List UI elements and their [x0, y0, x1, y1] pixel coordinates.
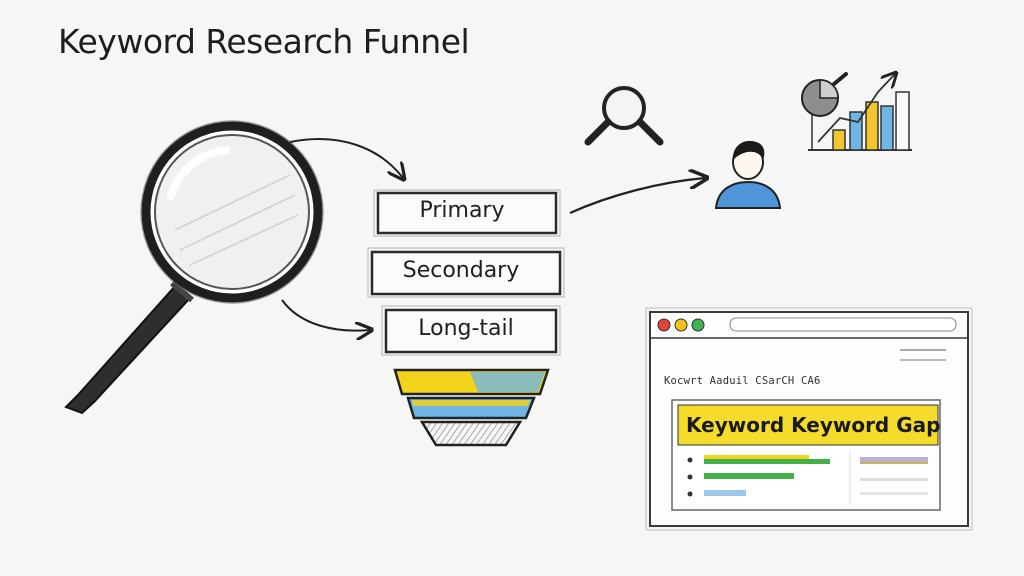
funnel-segment-gray: [419, 420, 523, 447]
window-close-dot: [657, 318, 671, 332]
funnel: [367, 189, 565, 447]
window-minimize-dot: [674, 318, 688, 332]
bar-chart-icon: [801, 74, 912, 151]
user-icon: [714, 140, 782, 209]
funnel-tier-primary: [376, 191, 558, 235]
browser-heading: Kocwrt Aaduil CSarCH CA6: [664, 375, 821, 387]
funnel-label-longtail: Long-tail: [418, 316, 514, 341]
browser-window: [645, 307, 973, 531]
keyword-gap-text: Keyword Keyword Gap: [686, 413, 941, 437]
arrow-to-primary: [289, 138, 403, 178]
search-icon: [584, 86, 664, 146]
arrow-to-longtail: [281, 299, 370, 331]
funnel-label-primary: Primary: [419, 198, 505, 223]
address-bar: [729, 317, 957, 332]
page-title: Keyword Research Funnel: [58, 22, 470, 61]
magnifying-glass-icon: [64, 120, 324, 415]
funnel-tier-secondary: [370, 250, 562, 296]
window-maximize-dot: [691, 318, 705, 332]
funnel-label-secondary: Secondary: [402, 258, 520, 283]
arrow-to-user: [569, 178, 705, 215]
funnel-tier-longtail: [384, 308, 558, 354]
keyword-gap-highlight: [677, 404, 939, 446]
